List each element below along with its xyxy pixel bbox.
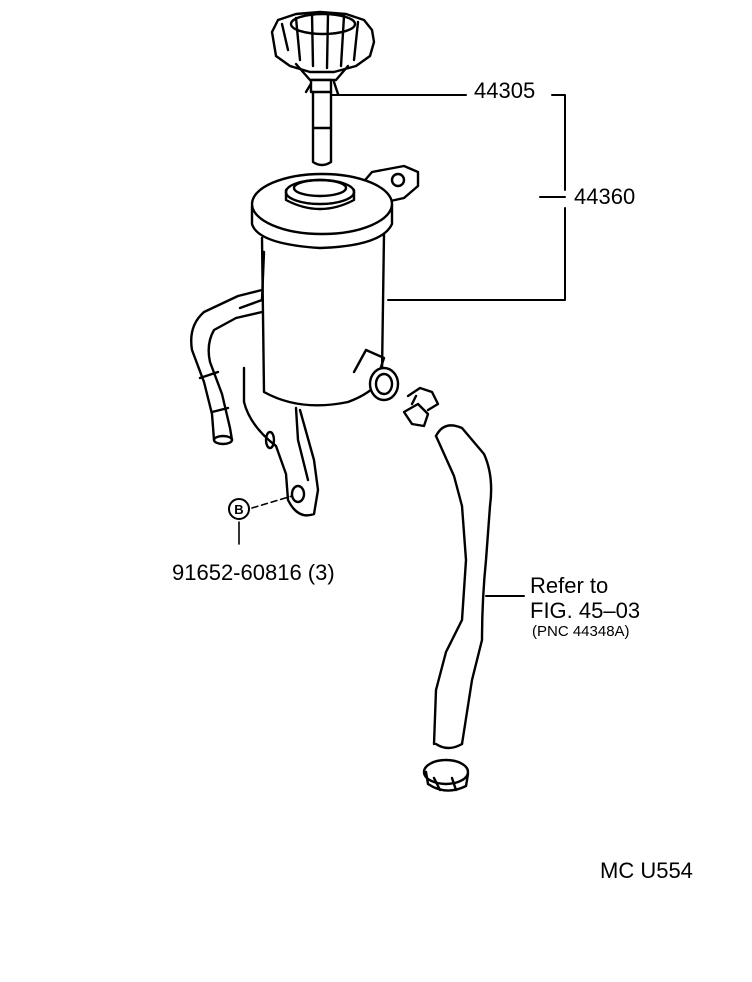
lower-bracket bbox=[242, 366, 320, 517]
upper-bracket bbox=[358, 164, 420, 204]
part-number-44305: 44305 bbox=[474, 78, 536, 103]
reference-line-1: Refer to bbox=[530, 573, 609, 598]
hose-clamp bbox=[422, 758, 470, 792]
outlet-nipple bbox=[352, 348, 400, 402]
return-hose bbox=[432, 424, 525, 750]
inlet-pipe bbox=[190, 288, 264, 446]
part-number-44360: 44360 bbox=[574, 184, 636, 209]
bolt-marker: B bbox=[228, 498, 250, 520]
reference-line-3: (PNC 44348A) bbox=[532, 623, 630, 640]
hose-clip bbox=[402, 386, 440, 428]
reservoir-body bbox=[250, 172, 394, 407]
figure-code: MC U554 bbox=[600, 858, 693, 883]
reservoir-cap bbox=[270, 10, 376, 82]
reference-line-2: FIG. 45–03 bbox=[530, 598, 641, 623]
part-number-bolt: 91652-60816 (3) bbox=[172, 560, 335, 585]
bolt-marker-letter: B bbox=[234, 501, 244, 517]
dipstick bbox=[304, 78, 340, 167]
bolt-leader bbox=[238, 495, 293, 545]
leader-lines bbox=[331, 94, 566, 301]
